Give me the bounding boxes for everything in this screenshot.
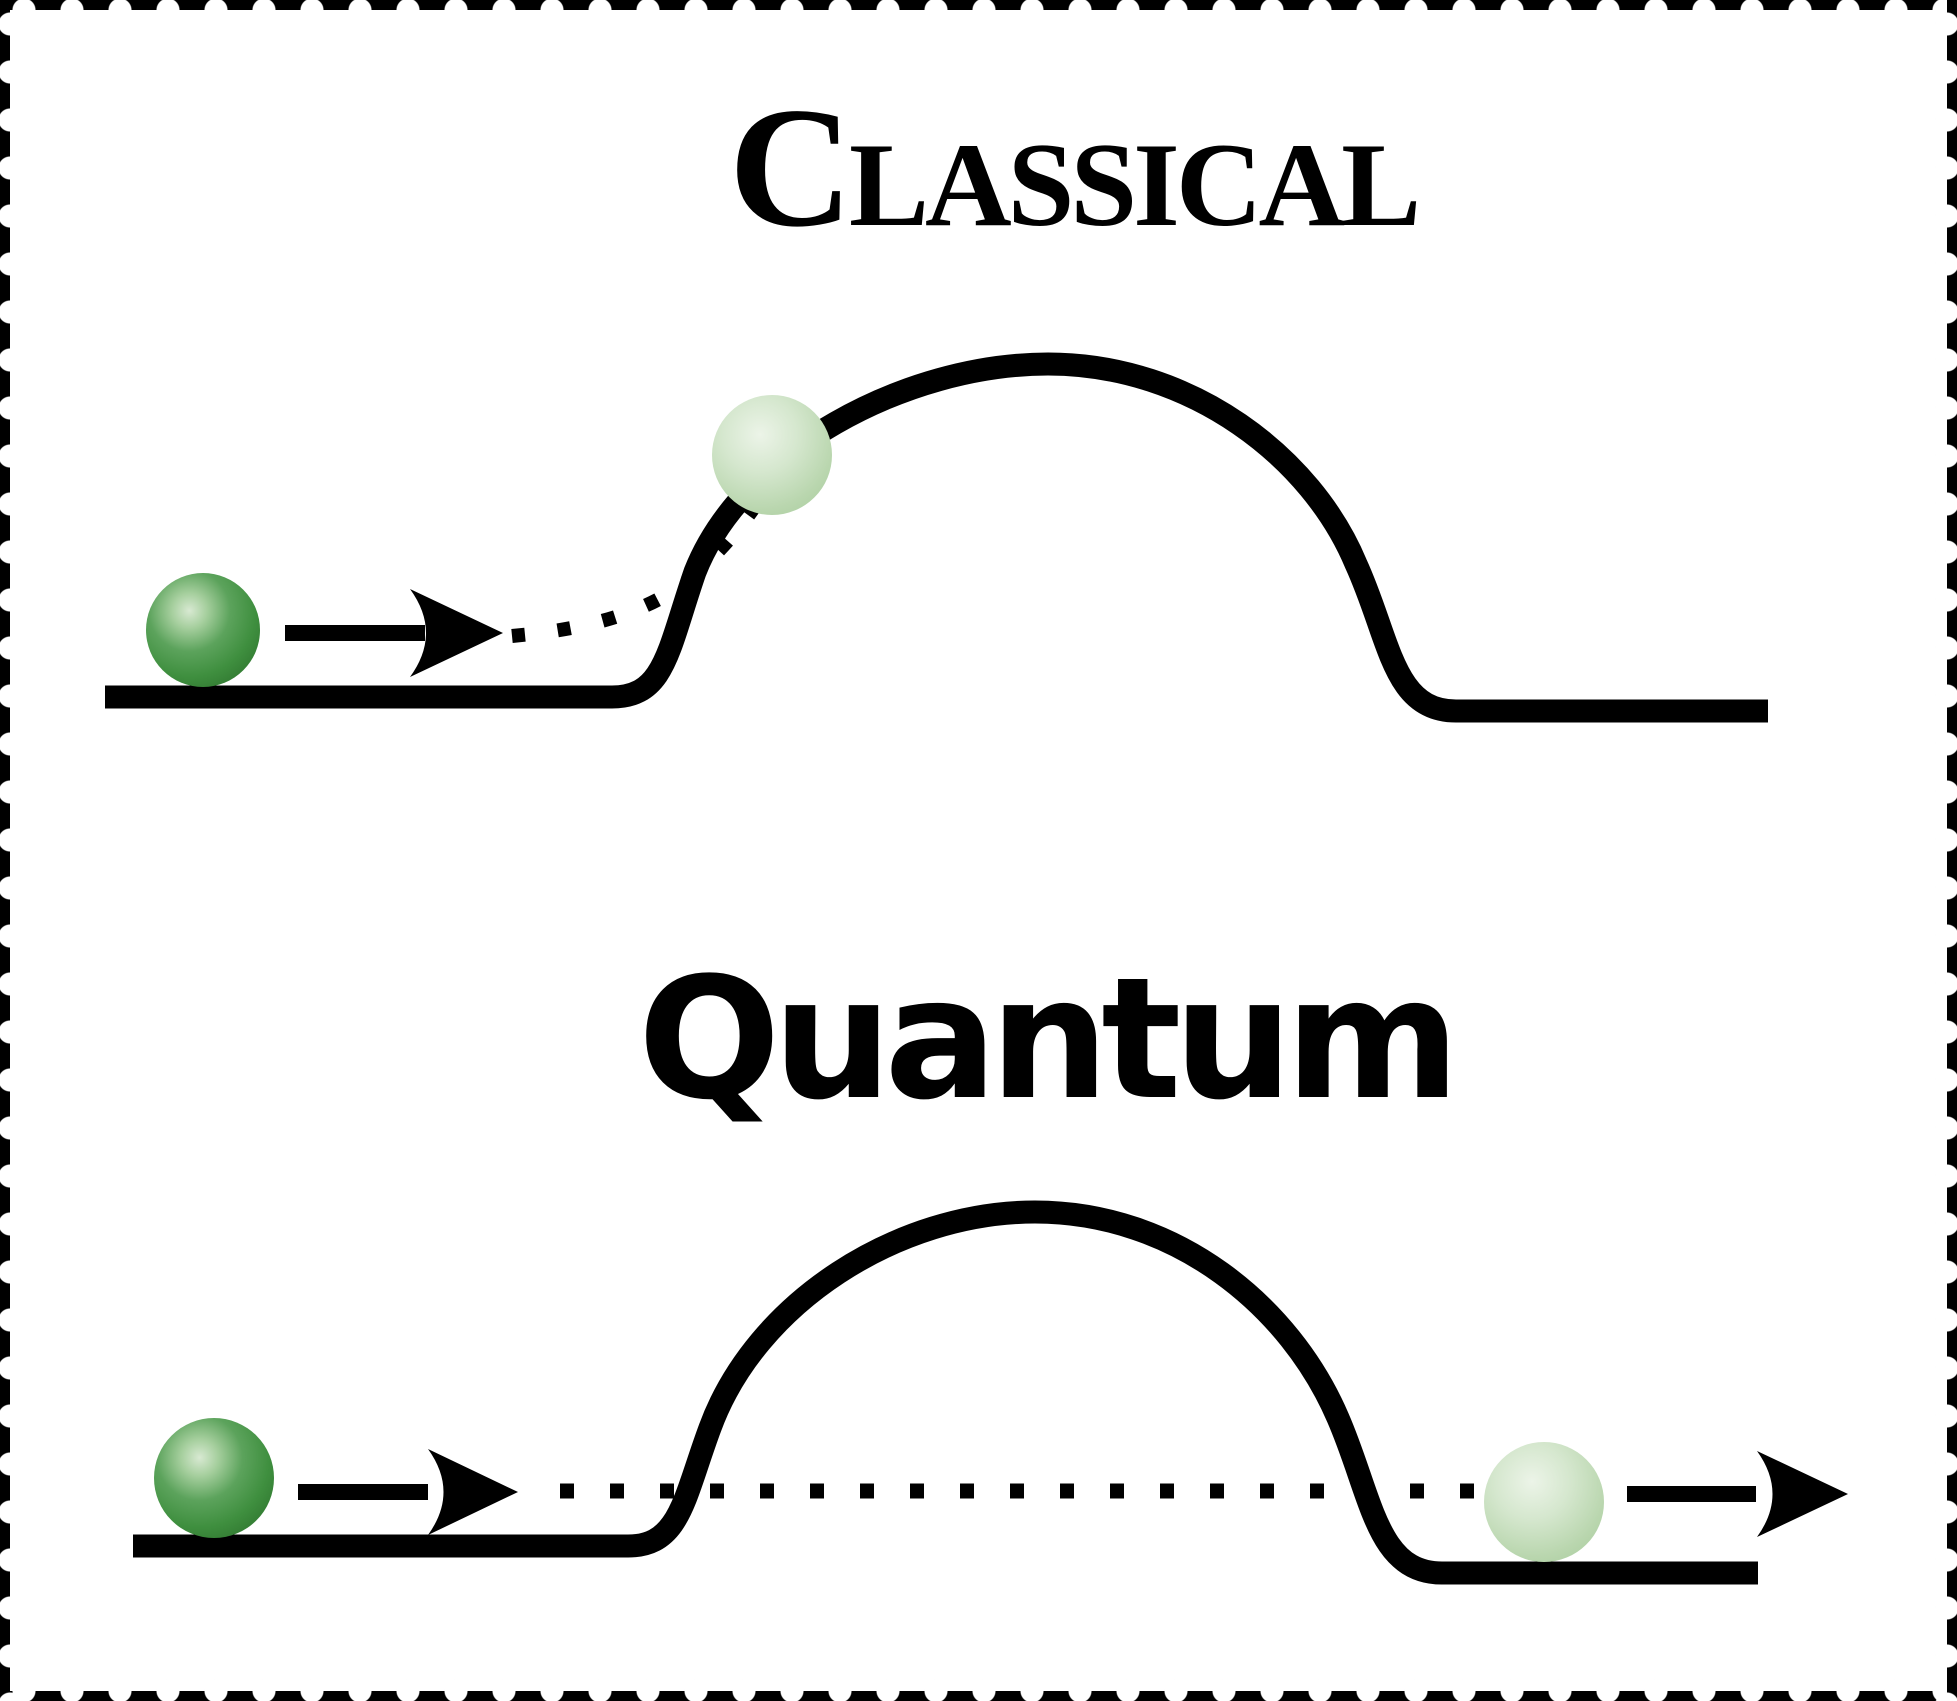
classical-figure bbox=[105, 352, 1768, 723]
classical-velocity-arrow-icon bbox=[410, 589, 503, 677]
classical-ground-and-barrier bbox=[105, 352, 1768, 723]
quantum-title: Quantum bbox=[637, 941, 1460, 1137]
quantum-ground-and-barrier bbox=[133, 1200, 1758, 1585]
quantum-faded-ball-after-tunnel bbox=[1484, 1442, 1604, 1562]
classical-particle-ball bbox=[146, 573, 260, 687]
quantum-particle-ball bbox=[154, 1418, 274, 1538]
classical-faded-ball-on-slope bbox=[712, 395, 832, 515]
classical-title: Classical bbox=[728, 73, 1421, 263]
quantum-figure bbox=[133, 1200, 1848, 1585]
quantum-left-arrow-icon bbox=[428, 1449, 518, 1535]
quantum-right-arrow-icon bbox=[1757, 1451, 1848, 1537]
